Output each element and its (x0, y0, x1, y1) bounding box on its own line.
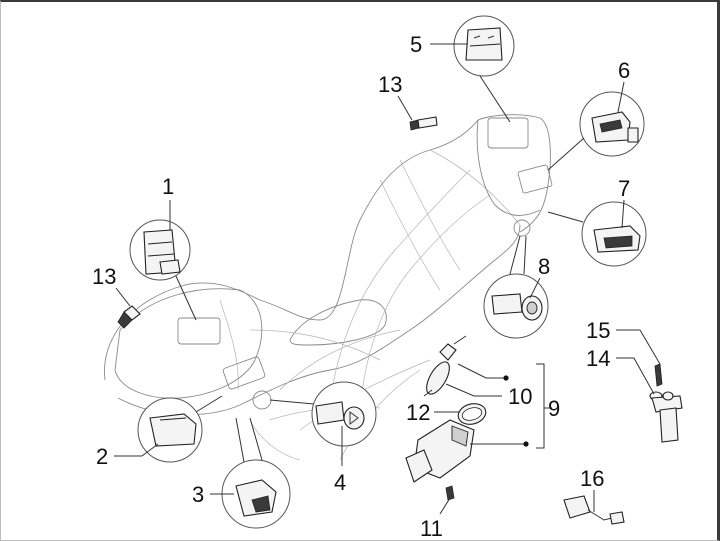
callout-label-8: 8 (538, 254, 550, 279)
part-1-switch (143, 229, 181, 275)
bracket-dot-lower (523, 441, 529, 447)
part-4-hazard-switch (315, 401, 365, 430)
callout-14-15[interactable]: 15 14 (586, 318, 683, 443)
detail-bubble-4 (311, 381, 377, 447)
part-8-socket (491, 293, 543, 321)
callout-label-11: 11 (420, 516, 443, 541)
part-11-screw (445, 485, 455, 501)
leader-10 (445, 383, 502, 397)
bubble-pointer-7 (547, 211, 584, 223)
callout-label-12: 12 (406, 400, 430, 425)
callout-label-9: 9 (548, 396, 560, 421)
callout-3[interactable]: 3 (192, 417, 291, 529)
part-2-switch (149, 413, 197, 447)
callout-1[interactable]: 1 (129, 174, 197, 321)
callout-label-1: 1 (162, 174, 174, 199)
callout-label-13-upper: 13 (378, 72, 402, 97)
leader-8 (529, 277, 541, 299)
bracket-dot-upper (503, 375, 509, 381)
part-12-ring (457, 403, 487, 425)
callout-label-6: 6 (618, 58, 630, 83)
callout-label-15: 15 (586, 318, 610, 343)
leader-2b (141, 443, 159, 457)
callout-6[interactable]: 6 (547, 58, 645, 171)
part-stop-switch (651, 391, 683, 443)
callout-2[interactable]: 2 (96, 395, 223, 469)
bracket-9 (536, 363, 552, 449)
part-7-switch (593, 225, 641, 253)
part-9-lock-body (405, 419, 475, 483)
leader-15 (616, 329, 661, 365)
part-10-key (423, 335, 467, 397)
callout-label-5: 5 (410, 32, 422, 57)
part-15-screw (654, 363, 663, 387)
part-6-switch (591, 111, 639, 143)
bubble-pointer-2 (195, 395, 223, 413)
bubble-pointer-6 (547, 137, 585, 171)
bubble-pointer-5 (479, 75, 511, 123)
leader-7 (621, 199, 625, 229)
part-16-switch-connector (563, 495, 625, 525)
callout-label-14: 14 (586, 346, 610, 371)
callout-13-left[interactable]: 13 (92, 264, 141, 329)
part-13-bulb-left (117, 305, 141, 329)
callout-4[interactable]: 4 (269, 381, 377, 495)
leader-13-left (115, 287, 131, 307)
bubble-pointer-4 (269, 399, 315, 405)
callout-label-13-left: 13 (92, 264, 116, 289)
bubble-pointer-3 (235, 417, 263, 463)
part-13-bulb-upper (409, 116, 438, 131)
callout-label-4: 4 (334, 470, 346, 495)
ignition-lock-assembly[interactable]: 10 9 12 11 (405, 335, 560, 541)
leader-6 (617, 81, 625, 113)
callout-8[interactable]: 8 (483, 235, 550, 339)
part-3-switch (235, 479, 277, 517)
callout-label-10: 10 (508, 384, 532, 409)
callout-16[interactable]: 16 (563, 466, 625, 525)
leader-13-upper (397, 95, 413, 121)
callout-5[interactable]: 5 (410, 15, 515, 123)
bubble-pointer-8 (509, 235, 527, 275)
callout-label-7: 7 (618, 176, 630, 201)
callout-label-3: 3 (192, 482, 204, 507)
handlebar-body-outline (104, 114, 553, 461)
callout-13-upper[interactable]: 13 (378, 72, 438, 131)
callout-7[interactable]: 7 (547, 176, 647, 267)
bubble-pointer-1 (175, 275, 197, 321)
leader-10-key (457, 363, 506, 379)
callout-label-2: 2 (96, 444, 108, 469)
leader-11 (439, 497, 451, 515)
part-5-switch (465, 27, 503, 61)
callout-label-16: 16 (580, 466, 604, 491)
leader-14 (616, 357, 655, 395)
